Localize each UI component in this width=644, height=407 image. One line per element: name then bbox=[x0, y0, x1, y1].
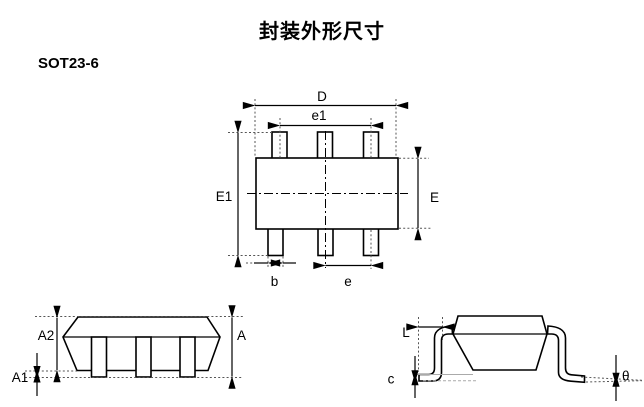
dim-label-A1: A1 bbox=[12, 370, 29, 385]
dimension-E1: E1 bbox=[216, 120, 272, 268]
dimension-theta: θ bbox=[580, 355, 643, 401]
package-name: SOT23-6 bbox=[38, 55, 99, 72]
dimension-A: A bbox=[228, 305, 246, 389]
dim-label-e1: e1 bbox=[311, 108, 326, 123]
dim-label-D: D bbox=[317, 89, 327, 104]
dimension-b: b bbox=[246, 256, 296, 289]
gull-wing-lead-left bbox=[418, 325, 454, 382]
dim-label-theta: θ bbox=[622, 369, 630, 384]
side-view: L c θ bbox=[388, 315, 643, 401]
lead bbox=[267, 227, 284, 257]
body-outline bbox=[452, 315, 548, 371]
dimension-A2: A2 bbox=[38, 305, 61, 383]
top-view: D e1 E1 E bbox=[216, 89, 439, 289]
front-view: A2 A A1 bbox=[12, 305, 246, 396]
dimension-L: L bbox=[402, 317, 455, 372]
dimension-c: c bbox=[388, 356, 476, 398]
dim-label-A2: A2 bbox=[38, 328, 55, 343]
dim-label-A: A bbox=[237, 328, 246, 343]
dim-label-b: b bbox=[271, 274, 279, 289]
dim-label-e: e bbox=[344, 274, 352, 289]
dimension-D: D bbox=[242, 89, 409, 157]
dim-label-E: E bbox=[430, 190, 439, 205]
lead bbox=[90, 336, 108, 378]
dimension-E: E bbox=[399, 146, 439, 241]
lead bbox=[135, 336, 152, 378]
dimension-e: e bbox=[313, 230, 384, 289]
dim-label-L: L bbox=[402, 325, 410, 340]
dim-label-c: c bbox=[388, 372, 395, 387]
dim-label-E1: E1 bbox=[216, 189, 233, 204]
dimension-e1: e1 bbox=[267, 108, 384, 158]
dimension-A1: A1 bbox=[12, 353, 41, 396]
lead bbox=[179, 336, 196, 378]
gull-wing-lead-right bbox=[546, 325, 586, 384]
page-title: 封装外形尺寸 bbox=[259, 21, 385, 43]
